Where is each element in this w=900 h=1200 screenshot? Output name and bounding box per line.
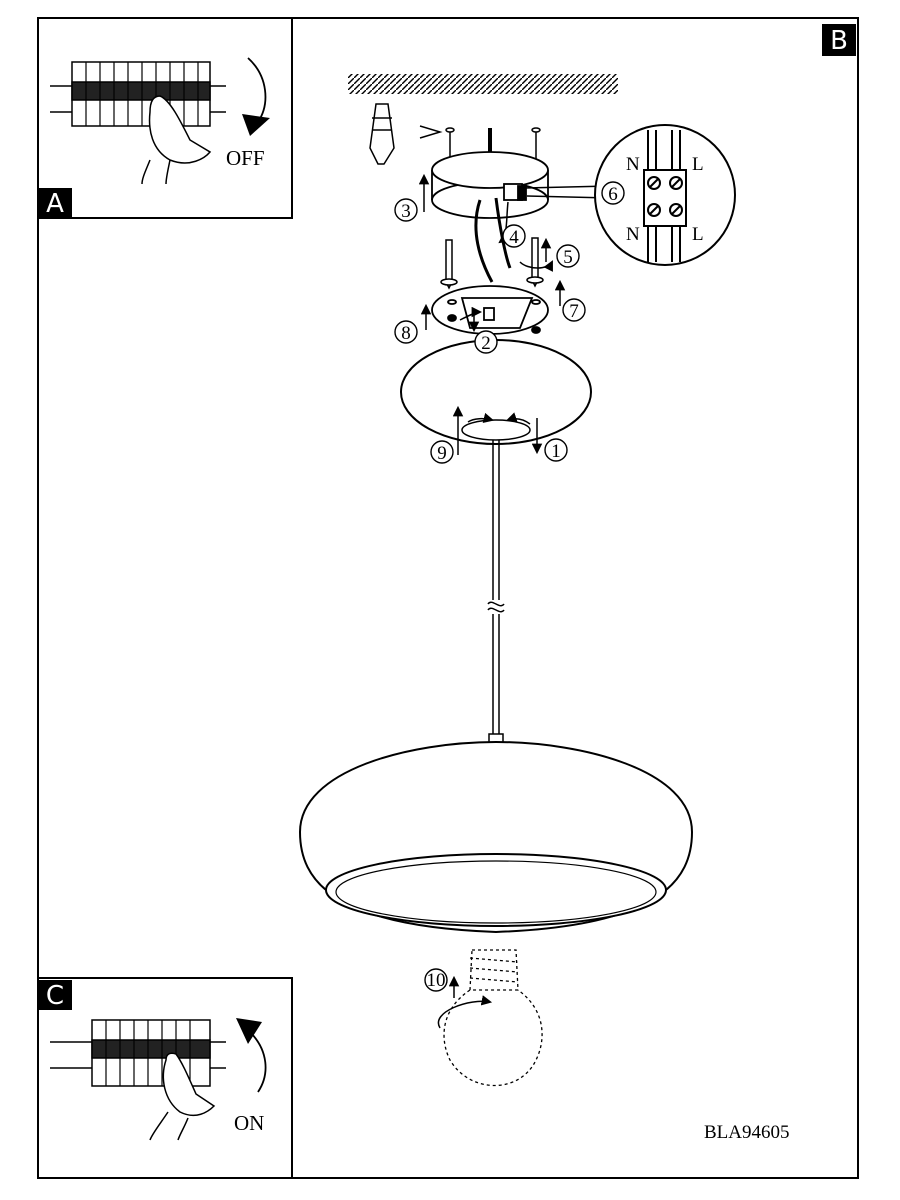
wall-plug-icon	[369, 103, 395, 165]
panel-b-tag: B	[822, 24, 856, 56]
svg-text:5: 5	[563, 247, 573, 268]
panel-c-frame	[37, 977, 293, 1179]
mounting-screws	[440, 237, 553, 290]
step-10: 10	[424, 968, 448, 992]
on-rotation-arrow	[249, 1031, 267, 1093]
panel-a-tag: A	[38, 188, 72, 219]
step-9: 9	[430, 440, 454, 464]
terminal-detail: N L N L	[524, 124, 736, 266]
light-bulb-icon	[443, 949, 543, 1087]
step-8: 8	[394, 320, 418, 344]
bulb-rotation-arrow	[437, 995, 493, 1029]
terminal-n-top: N	[626, 154, 640, 175]
mounting-plate	[431, 285, 549, 335]
step-4: 4	[502, 224, 526, 248]
svg-text:6: 6	[608, 184, 618, 205]
svg-text:10: 10	[427, 970, 446, 991]
svg-text:B: B	[830, 26, 848, 56]
panel-c: C ON	[37, 977, 293, 1179]
model-code: BLA94605	[704, 1122, 790, 1143]
terminal-l-bottom: L	[692, 224, 704, 245]
step-3: 3	[394, 198, 418, 222]
switch-on-label: ON	[234, 1111, 264, 1135]
ceiling-hatch	[348, 74, 618, 94]
svg-text:1: 1	[551, 441, 561, 462]
step-labels: 1 2 3 4 5 6 7 8 9 10	[394, 181, 625, 992]
svg-text:3: 3	[401, 201, 411, 222]
canopy-cover	[400, 339, 592, 445]
step-6: 6	[601, 181, 625, 205]
outer-frame	[37, 17, 859, 1179]
svg-text:4: 4	[509, 227, 519, 248]
svg-text:9: 9	[437, 443, 447, 464]
panel-c-tag: C	[38, 980, 72, 1011]
movement-arrows	[418, 173, 566, 455]
svg-text:7: 7	[569, 301, 579, 322]
step-1: 1	[544, 438, 568, 462]
switch-off-label: OFF	[226, 146, 265, 170]
breaker-panel-on-icon	[50, 1019, 226, 1141]
step-7: 7	[562, 298, 586, 322]
terminal-l-top: L	[692, 154, 704, 175]
ceiling-canopy	[431, 151, 549, 219]
step-5: 5	[556, 244, 580, 268]
svg-text:8: 8	[401, 323, 411, 344]
step-2: 2	[474, 330, 498, 354]
off-rotation-arrow	[247, 57, 267, 123]
suspension-cord	[487, 440, 505, 745]
svg-text:2: 2	[481, 333, 491, 354]
svg-text:A: A	[46, 189, 64, 219]
panel-a: A OFF	[37, 17, 293, 219]
terminal-n-bottom: N	[626, 224, 640, 245]
lamp-shade	[298, 740, 694, 934]
panel-a-frame	[37, 17, 293, 219]
breaker-panel-off-icon	[50, 61, 226, 185]
svg-text:C: C	[46, 981, 64, 1011]
